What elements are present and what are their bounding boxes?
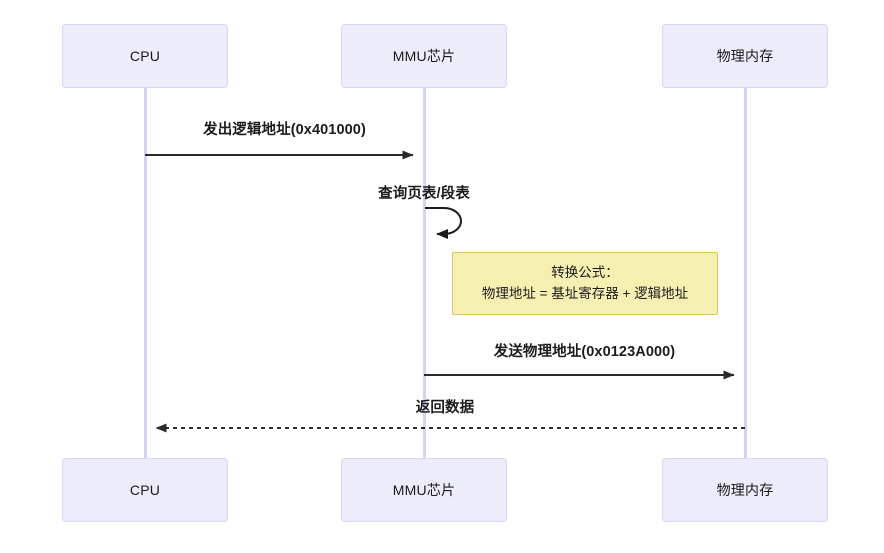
lifeline-mmu (422, 88, 426, 458)
participant-label-mmu-top: MMU芯片 (392, 48, 456, 64)
participant-box-mem-bottom[interactable]: 物理内存 (662, 458, 828, 522)
participant-box-mmu-top[interactable]: MMU芯片 (341, 24, 507, 88)
participant-label-cpu-bottom: CPU (129, 482, 161, 498)
msg-label-physical-address: 发送物理地址(0x0123A000) (493, 344, 676, 360)
note-line-title: 转换公式： (551, 264, 619, 280)
lifeline-cpu (143, 88, 147, 458)
lifeline-mem (743, 88, 747, 458)
participant-label-mem-top: 物理内存 (716, 48, 774, 64)
arrow-msg-query-page-table (425, 207, 462, 239)
note-line-formula: 物理地址 = 基址寄存器 + 逻辑地址 (481, 285, 689, 301)
participant-box-mmu-bottom[interactable]: MMU芯片 (341, 458, 507, 522)
note-conversion-formula: 转换公式： 物理地址 = 基址寄存器 + 逻辑地址 (452, 252, 718, 315)
participant-box-mem-top[interactable]: 物理内存 (662, 24, 828, 88)
participant-label-mmu-bottom: MMU芯片 (392, 482, 456, 498)
msg-label-return-data: 返回数据 (415, 400, 475, 416)
participant-label-mem-bottom: 物理内存 (716, 482, 774, 498)
msg-label-query-page-table: 查询页表/段表 (378, 186, 470, 202)
participant-label-cpu-top: CPU (129, 48, 161, 64)
participant-box-cpu-bottom[interactable]: CPU (62, 458, 228, 522)
participant-box-cpu-top[interactable]: CPU (62, 24, 228, 88)
msg-label-logical-address: 发出逻辑地址(0x401000) (203, 122, 366, 138)
